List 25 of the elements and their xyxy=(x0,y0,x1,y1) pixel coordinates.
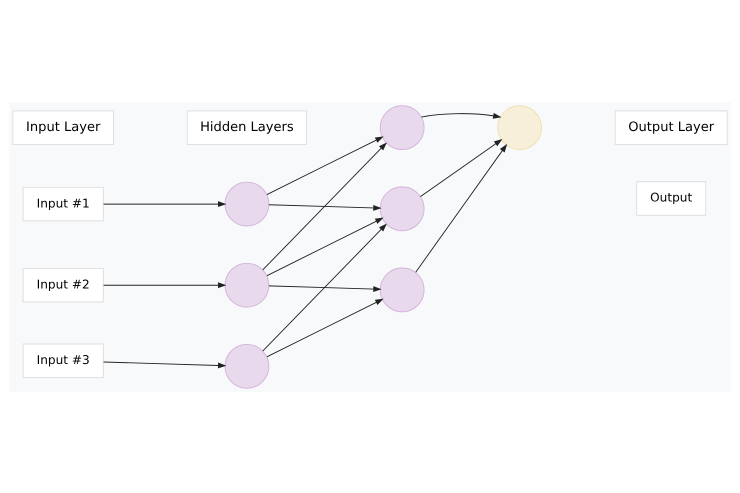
arrow xyxy=(103,361,226,368)
node-box: Input #2 xyxy=(22,267,104,302)
arrow xyxy=(103,200,226,207)
node-box: Hidden Layers xyxy=(186,110,308,144)
node-box: Output xyxy=(636,180,706,216)
node-circle xyxy=(224,181,270,226)
node-box: Output Layer xyxy=(614,110,728,144)
node-box: Input Layer xyxy=(12,110,114,144)
arrow xyxy=(266,298,384,357)
arrow xyxy=(266,217,384,276)
node-circle xyxy=(224,343,270,388)
node-box: Input #3 xyxy=(22,343,104,378)
arrow xyxy=(268,204,382,210)
arrow xyxy=(262,222,387,351)
node-circle xyxy=(497,104,542,150)
arrow xyxy=(420,112,502,118)
arrow xyxy=(415,143,508,272)
arrow xyxy=(103,282,226,288)
arrow xyxy=(420,138,502,197)
arrow xyxy=(268,284,382,292)
arrow xyxy=(266,136,384,195)
node-circle xyxy=(380,267,425,312)
node-box: Input #1 xyxy=(22,186,104,221)
node-circle xyxy=(224,262,270,308)
arrow xyxy=(262,142,387,270)
